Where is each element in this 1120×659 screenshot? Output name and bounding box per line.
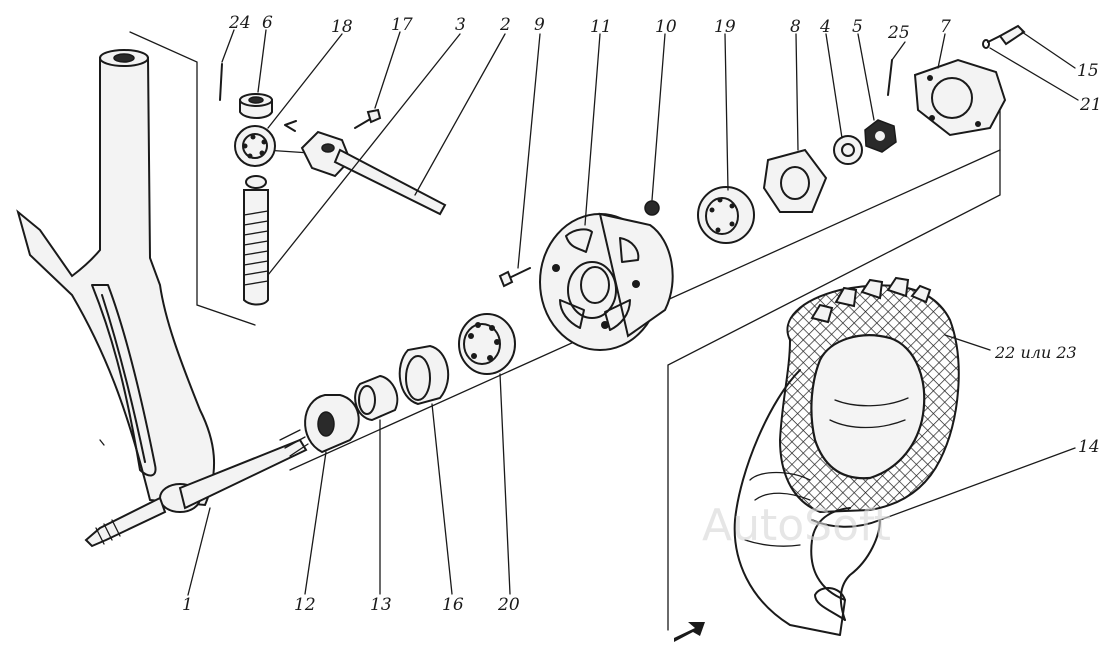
callout-4: 4 bbox=[819, 17, 831, 37]
fork-knuckle bbox=[16, 49, 309, 548]
callout-2: 2 bbox=[499, 15, 511, 35]
callout-3: 3 bbox=[455, 15, 466, 35]
callout-24: 24 bbox=[228, 13, 251, 33]
callout-25: 25 bbox=[887, 23, 910, 43]
callout-9: 9 bbox=[534, 15, 545, 35]
callout-13: 13 bbox=[370, 595, 392, 615]
hub-assembly bbox=[304, 24, 1026, 454]
callout-10: 10 bbox=[655, 17, 677, 37]
callout-12: 12 bbox=[294, 595, 316, 615]
callout-19: 19 bbox=[714, 17, 736, 37]
callout-17: 17 bbox=[391, 15, 413, 35]
callout-15: 15 bbox=[1077, 61, 1099, 81]
part-callouts: 24 6 18 17 3 2 9 11 10 19 8 4 5 25 7 15 … bbox=[182, 13, 1102, 615]
callout-1: 1 bbox=[182, 595, 193, 615]
watermark: AutoSoft bbox=[702, 500, 891, 551]
callout-11: 11 bbox=[590, 17, 612, 37]
callout-21: 21 bbox=[1079, 95, 1102, 115]
tire-section bbox=[733, 276, 960, 636]
callout-6: 6 bbox=[262, 13, 273, 33]
leader-lines bbox=[187, 29, 1079, 596]
callout-5: 5 bbox=[852, 17, 863, 37]
callout-16: 16 bbox=[442, 595, 464, 615]
upper-assembly bbox=[219, 63, 447, 306]
callout-14: 14 bbox=[1078, 437, 1100, 457]
callout-18: 18 bbox=[331, 17, 353, 37]
callout-8: 8 bbox=[790, 17, 801, 37]
callout-22-or-23: 22 или 23 bbox=[994, 343, 1077, 362]
direction-arrow bbox=[674, 622, 705, 642]
callout-7: 7 bbox=[940, 17, 951, 37]
callout-20: 20 bbox=[497, 595, 520, 615]
